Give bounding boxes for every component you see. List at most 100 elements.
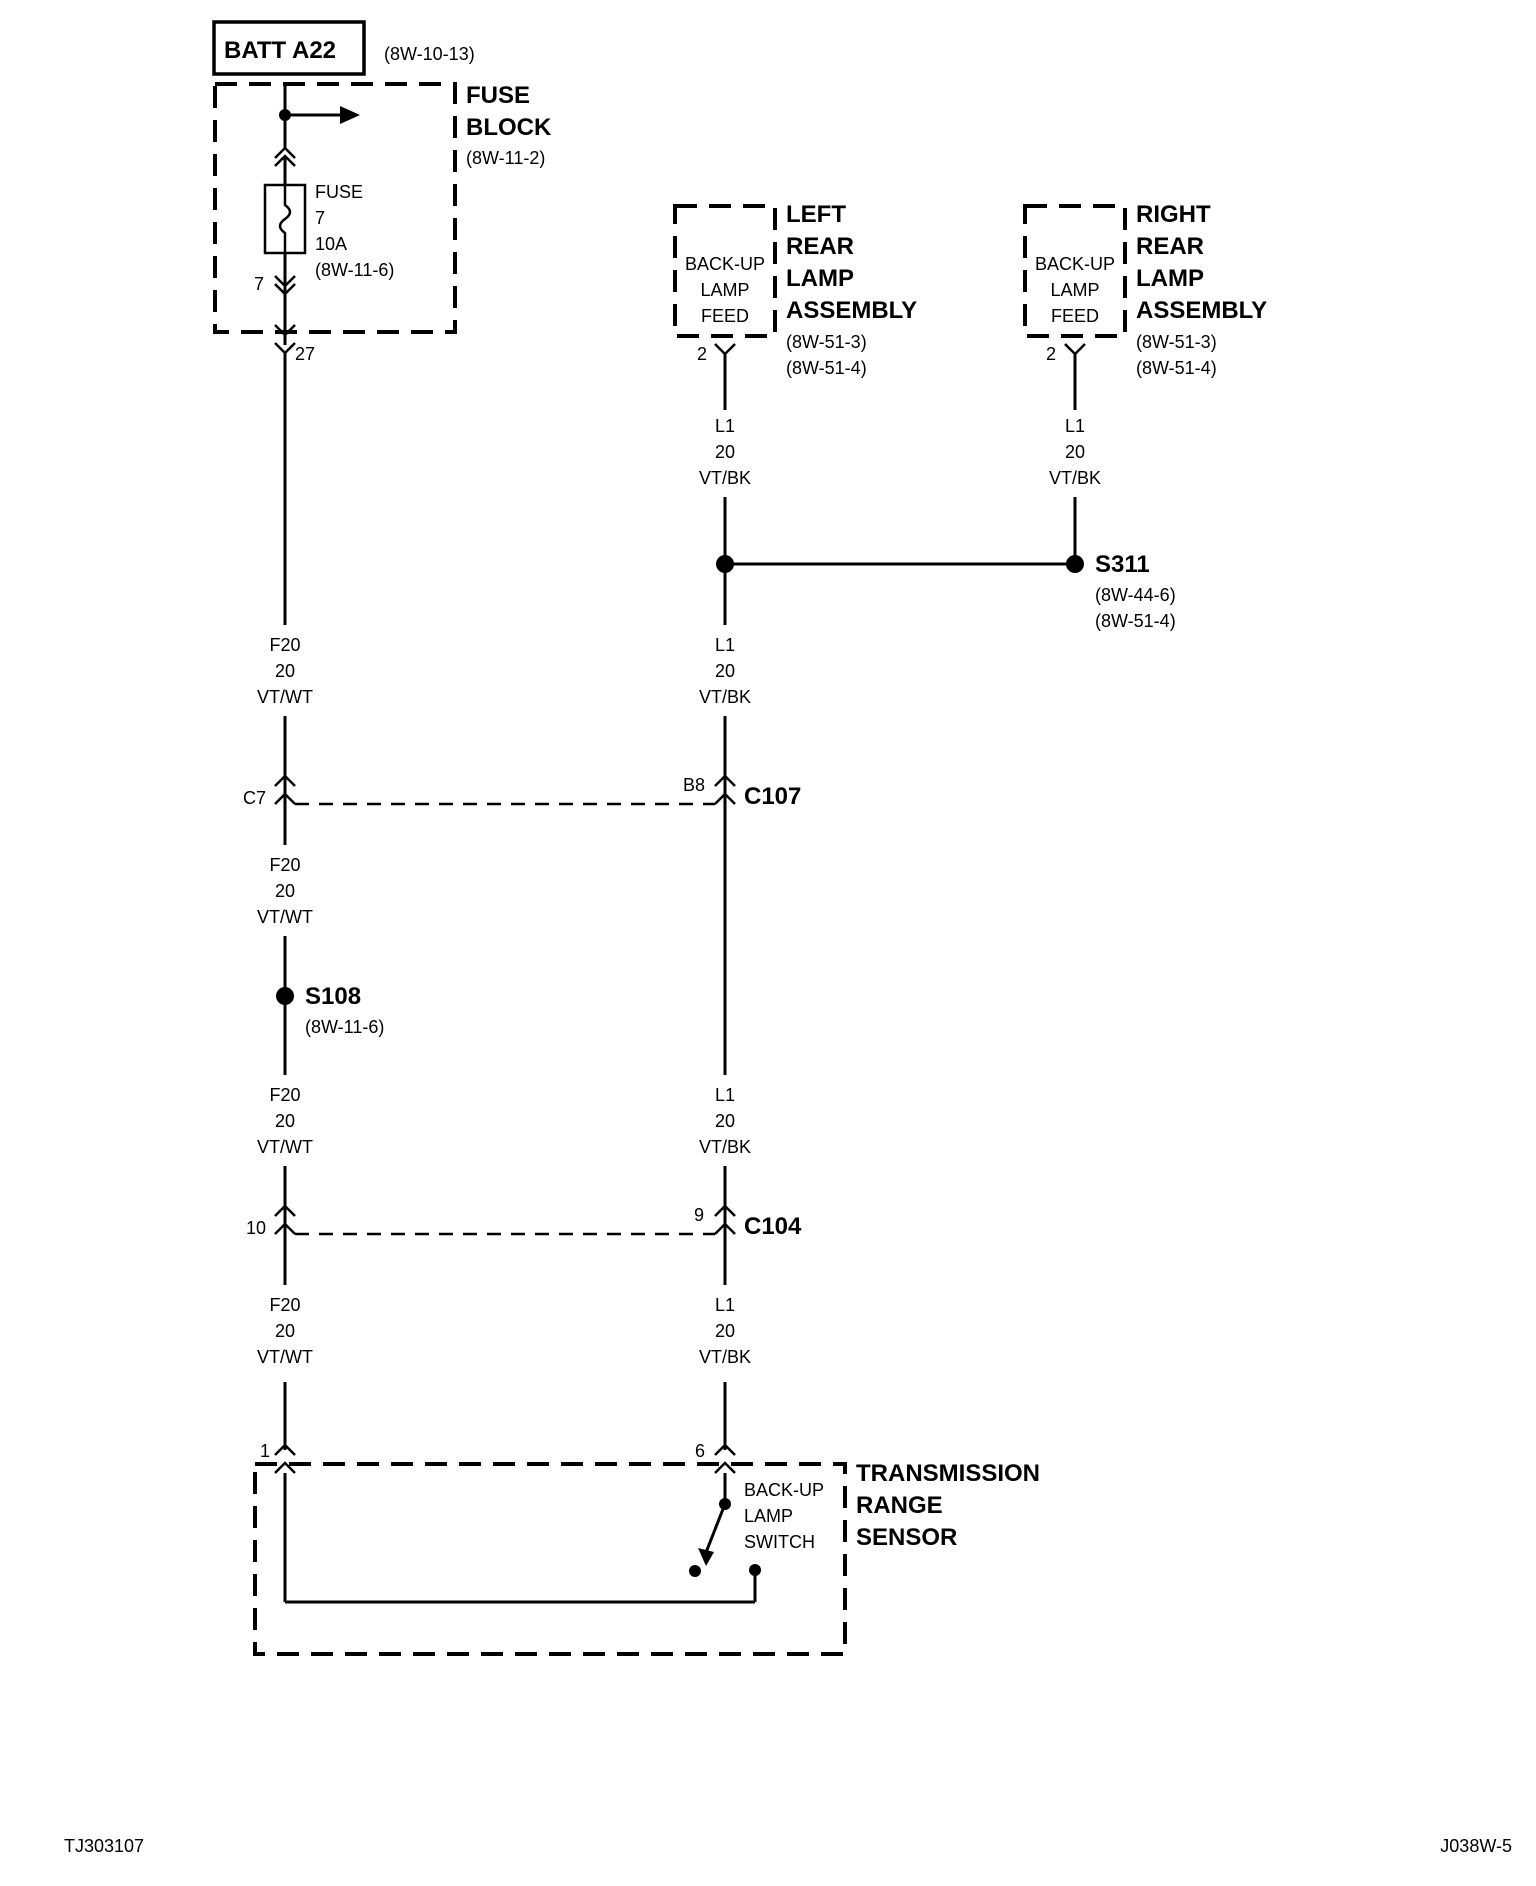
footer-right-code: J038W-5 [1440,1836,1512,1856]
f20-label-3-circuit: F20 [269,1085,300,1105]
left-lamp-ref-2: (8W-51-4) [786,358,867,378]
fuse-pin-7: 7 [254,274,264,294]
sensor-pin6-connector [714,1443,736,1456]
right-lamp-box-line-2: LAMP [1050,280,1099,300]
splice-s311-ref-2: (8W-51-4) [1095,611,1176,631]
splice-s311-label: S311 [1095,551,1150,578]
sensor-title-3: SENSOR [856,1524,957,1551]
fuse-rating: 10A [315,234,347,254]
fuse-top-connector [274,146,296,159]
right-lamp-pin: 2 [1046,344,1056,364]
left-lamp-box-line-3: FEED [701,306,749,326]
right-lamp-pin-connector [1064,343,1086,356]
right-lamp-title-1: RIGHT [1136,201,1211,228]
sensor-switch-arrow [698,1548,714,1566]
batt-box [212,20,366,76]
left-lamp-box-line-1: BACK-UP [685,254,765,274]
fuse-pin7-connector-2 [274,283,296,296]
l1-label-1-gauge: 20 [715,442,735,462]
sensor-pin6-connector-2 [714,1461,736,1474]
l1-label-3-gauge: 20 [715,661,735,681]
fuse-block-arrow-head [340,106,360,124]
fuse-pin7-connector [274,275,296,288]
l1-label-3-color: VT/BK [699,687,751,707]
c104-left-connector-2 [274,1222,296,1235]
f20-label-1-color: VT/WT [257,687,313,707]
l1-label-5-color: VT/BK [699,1347,751,1367]
left-lamp-title-2: REAR [786,233,854,260]
l1-label-4-gauge: 20 [715,1111,735,1131]
c107-left-connector [274,774,296,787]
l1-label-5-circuit: L1 [715,1295,735,1315]
left-lamp-title-4: ASSEMBLY [786,297,917,324]
left-lamp-pin: 2 [697,344,707,364]
fuse-block-ref: (8W-11-2) [466,148,545,168]
l1-label-5-gauge: 20 [715,1321,735,1341]
c107-pin-c7: C7 [243,788,266,808]
splice-s108-label: S108 [305,983,361,1010]
sensor-title-2: RANGE [856,1492,943,1519]
c104-label: C104 [744,1213,802,1240]
sensor-switch-left-contact [689,1565,701,1577]
left-lamp-title-1: LEFT [786,201,846,228]
splice-s108-dot [276,987,294,1005]
fuse-pin-27: 27 [295,344,315,364]
l1-label-2-color: VT/BK [1049,468,1101,488]
left-lamp-box [673,204,777,338]
right-lamp-box-line-1: BACK-UP [1035,254,1115,274]
f20-label-4-circuit: F20 [269,1295,300,1315]
sensor-outline [253,1462,847,1656]
c104-right-connector [714,1204,736,1217]
l1-label-4-color: VT/BK [699,1137,751,1157]
fuse-top-connector-2 [274,154,296,167]
f20-label-4-gauge: 20 [275,1321,295,1341]
c107-right-connector [714,774,736,787]
l1-label-3-circuit: L1 [715,635,735,655]
sensor-switch-right-contact [749,1564,761,1576]
left-lamp-pin-connector [714,343,736,356]
f20-label-3-gauge: 20 [275,1111,295,1131]
fuse-block-title-2: BLOCK [466,114,552,141]
right-lamp-ref-1: (8W-51-3) [1136,332,1217,352]
left-lamp-box-line-2: LAMP [700,280,749,300]
splice-s311-right-dot [1066,555,1084,573]
f20-label-2-color: VT/WT [257,907,313,927]
left-lamp-title-3: LAMP [786,265,854,292]
fuse-label: FUSE [315,182,363,202]
fuse-block-title-1: FUSE [466,82,530,109]
right-lamp-ref-2: (8W-51-4) [1136,358,1217,378]
right-lamp-title-3: LAMP [1136,265,1204,292]
fuse-element [278,185,292,253]
f20-label-4-color: VT/WT [257,1347,313,1367]
right-lamp-title-4: ASSEMBLY [1136,297,1267,324]
splice-s108-ref: (8W-11-6) [305,1017,384,1037]
c104-pin-10: 10 [246,1218,266,1238]
sensor-pin-6: 6 [695,1441,705,1461]
sensor-switch-label-3: SWITCH [744,1532,815,1552]
sensor-title-1: TRANSMISSION [856,1460,1040,1487]
f20-label-2-circuit: F20 [269,855,300,875]
c104-right-connector-2 [714,1222,736,1235]
splice-s311-left-dot [716,555,734,573]
right-lamp-title-2: REAR [1136,233,1204,260]
c104-pin-9: 9 [694,1205,704,1225]
sensor-pin1-connector-2 [274,1461,296,1474]
batt-ref: (8W-10-13) [384,44,475,64]
sensor-switch-arm [703,1503,727,1556]
f20-label-3-color: VT/WT [257,1137,313,1157]
c107-label: C107 [744,783,801,810]
l1-label-4-circuit: L1 [715,1085,735,1105]
sensor-pin-1: 1 [260,1441,270,1461]
fuse-number: 7 [315,208,325,228]
sensor-pin1-connector [274,1443,296,1456]
f20-label-1-circuit: F20 [269,635,300,655]
batt-label: BATT A22 [224,37,336,64]
f20-label-2-gauge: 20 [275,881,295,901]
footer-left-code: TJ303107 [64,1836,144,1856]
fuse-block-outline [213,82,457,334]
c107-right-connector-2 [714,792,736,805]
right-lamp-box-line-3: FEED [1051,306,1099,326]
l1-label-2-circuit: L1 [1065,416,1085,436]
fuse-pin27-connector [274,324,296,337]
